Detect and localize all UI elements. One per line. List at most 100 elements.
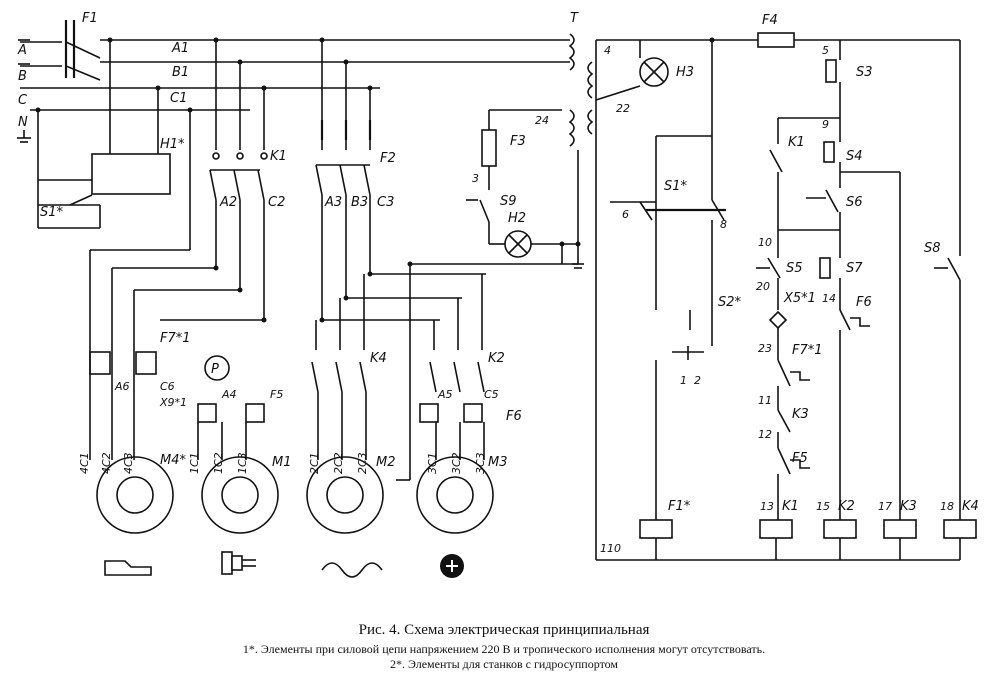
phase-b-label: B	[18, 69, 27, 84]
m4-label: M4*	[160, 453, 186, 468]
coil-k4: 18 K4	[940, 499, 979, 539]
wire-20-label: 20	[756, 280, 770, 293]
pump-icon	[440, 554, 464, 578]
wire-24-label: 24	[535, 114, 549, 127]
wire-9-label: 9	[822, 118, 829, 131]
motor-m2: 2C1 2C2 2C3 M2	[306, 392, 396, 534]
coil-k1-wire: 13	[760, 500, 774, 513]
motor-m3: 3C1 3C2 3C3 M3	[416, 422, 508, 534]
m1-term3: 1C3	[236, 452, 249, 474]
wire-c3-label: C3	[377, 195, 394, 210]
f5-power-label: F5	[270, 388, 283, 401]
m1-label: M1	[272, 455, 292, 470]
h2-label: H2	[508, 211, 526, 226]
bus-b1-label: B1	[172, 65, 189, 80]
x5-connector	[768, 310, 788, 330]
m1-term1: 1C1	[188, 452, 201, 474]
wire-8-label: 8	[720, 218, 727, 231]
k4-label: K4	[370, 351, 387, 366]
power-circuit: A B C N F1 A1 B1 C1	[17, 11, 594, 578]
wire-b3-label: B3	[351, 195, 368, 210]
wire-4-label: 4	[604, 44, 611, 57]
h3-label: H3	[676, 65, 694, 80]
x5-label: X5*1	[783, 291, 816, 306]
a5-label: A5	[437, 388, 453, 401]
wire-23-label: 23	[758, 342, 772, 355]
f5-contact-label: F5	[792, 451, 808, 466]
k3-contact-label: K3	[792, 407, 809, 422]
motor-m1: 1C1 1C2 1C3 M1	[188, 422, 292, 534]
wire-12-label: 12	[758, 428, 772, 441]
m3-term2: 3C2	[450, 452, 463, 474]
s7-label: S7	[846, 261, 863, 276]
wire-6-label: 6	[622, 208, 629, 221]
m4-term2: 4C2	[100, 452, 113, 474]
coolant-wave-icon	[321, 562, 383, 578]
coil-k3: 17 K3	[878, 499, 917, 539]
coil-f1: F1*	[639, 499, 691, 539]
wire-3-label: 3	[472, 172, 479, 185]
neutral-label: N	[18, 115, 28, 130]
m3-term1: 3C1	[426, 452, 439, 474]
m1-term2: 1C2	[212, 452, 225, 474]
wire-22-label: 22	[616, 102, 630, 115]
f3-fuse	[481, 129, 497, 167]
coil-f1-label: F1*	[668, 499, 691, 514]
m2-term2: 2C2	[332, 452, 345, 474]
pressure-label: P	[211, 362, 219, 377]
spindle-icon	[221, 551, 256, 575]
k2-power-label: K2	[488, 351, 505, 366]
h1-label: H1*	[160, 137, 185, 152]
coil-k2: 15 K2	[816, 499, 857, 539]
control-circuit: 4 H3 22 F4 S1* 6 8 S2* 1 2	[595, 13, 979, 561]
m2-term3: 2C3	[356, 452, 369, 474]
coil-k4-label: K4	[962, 499, 979, 514]
f7-power-label: F7*1	[160, 331, 191, 346]
f2-label: F2	[380, 151, 396, 166]
wire-14-label: 14	[822, 292, 836, 305]
s6-label: S6	[846, 195, 863, 210]
hydraulic-icon	[104, 560, 152, 576]
coil-k3-wire: 17	[878, 500, 892, 513]
m4-term3: 4C3	[122, 452, 135, 474]
wire-1-label: 1	[680, 374, 687, 387]
a6-label: A6	[114, 380, 130, 393]
figure-note-1: 1*. Элементы при силовой цепи напряжение…	[242, 642, 766, 656]
bus-c1-label: C1	[170, 91, 187, 106]
s2-label: S2*	[718, 295, 742, 310]
wire-5-label: 5	[822, 44, 829, 57]
m3-term3: 3C3	[474, 452, 487, 474]
c6-label: C6	[160, 380, 175, 393]
x9-label: X9*1	[159, 396, 187, 409]
k1-power-label: K1	[270, 149, 287, 164]
wire-a3-label: A3	[324, 195, 342, 210]
motor-m4: 4C1 4C2 4C3 M4*	[78, 250, 186, 534]
coil-k2-label: K2	[838, 499, 855, 514]
s1-control-label: S1*	[664, 179, 688, 194]
coil-k1: 13 K1	[759, 499, 799, 539]
k1-contact-label: K1	[788, 135, 805, 150]
f7-contact-label: F7*1	[792, 343, 823, 358]
f6-power-label: F6	[506, 409, 522, 424]
s5-label: S5	[786, 261, 803, 276]
c5-label: C5	[484, 388, 499, 401]
wire-c2-label: C2	[268, 195, 285, 210]
f3-label: F3	[510, 134, 526, 149]
m2-term1: 2C1	[308, 452, 321, 474]
figure-caption: Рис. 4. Схема электрическая принципиальн…	[358, 622, 650, 638]
coil-k1-label: K1	[782, 499, 799, 514]
breaker-f1-label: F1	[82, 11, 98, 26]
coil-k2-wire: 15	[816, 500, 830, 513]
transformer-label: T	[570, 11, 579, 26]
wire-11-label: 11	[758, 394, 772, 407]
figure-note-2: 2*. Элементы для станков с гидросуппорто…	[389, 657, 619, 671]
wire-110-label: 110	[600, 542, 621, 555]
h3-lamp	[639, 57, 669, 87]
f4-label: F4	[762, 13, 778, 28]
coil-k4-wire: 18	[940, 500, 954, 513]
bus-a1-label: A1	[171, 41, 189, 56]
f6-contact-label: F6	[856, 295, 872, 310]
s8-label: S8	[924, 241, 941, 256]
a4-label: A4	[221, 388, 237, 401]
